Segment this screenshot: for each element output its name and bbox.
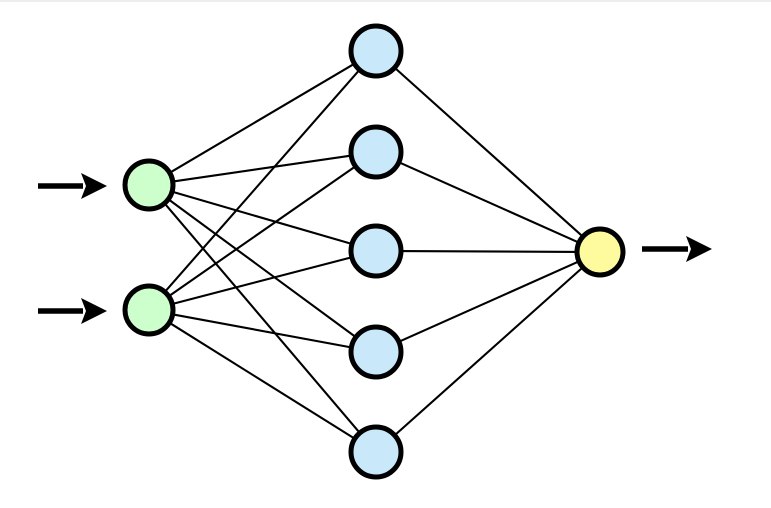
edge-i1-to-h5 xyxy=(162,201,362,435)
top-edge-band xyxy=(0,0,771,2)
hidden-node-4[interactable] xyxy=(348,324,404,380)
edge-group xyxy=(162,62,585,441)
edge-h5-to-o1 xyxy=(392,265,585,438)
edge-i2-to-h1 xyxy=(163,68,362,294)
input-arrow-2 xyxy=(38,298,107,324)
edge-h2-to-o1 xyxy=(396,160,581,245)
edge-i1-to-h3 xyxy=(170,190,355,246)
edge-i2-to-h2 xyxy=(166,164,358,298)
hidden-node-5[interactable] xyxy=(348,424,404,480)
edge-h1-to-o1 xyxy=(392,65,585,239)
input-node-1[interactable] xyxy=(122,158,176,212)
edge-i2-to-h4 xyxy=(170,313,354,349)
node-group xyxy=(122,23,626,480)
input-node-2[interactable] xyxy=(122,283,176,337)
io-arrow-group xyxy=(38,173,712,324)
hidden-node-2[interactable] xyxy=(348,124,404,180)
edge-h3-to-o1 xyxy=(398,250,580,253)
input-arrow-2-head xyxy=(81,298,107,324)
edge-i1-to-h1 xyxy=(167,62,357,175)
edge-i1-to-h4 xyxy=(166,197,358,339)
hidden-node-3[interactable] xyxy=(348,223,404,279)
edge-h4-to-o1 xyxy=(396,259,581,344)
input-arrow-1-head xyxy=(81,173,107,199)
edge-i1-to-h2 xyxy=(170,154,354,183)
output-arrow-1 xyxy=(642,236,712,262)
output-arrow-1-head xyxy=(686,236,712,262)
hidden-node-1[interactable] xyxy=(348,23,404,79)
edge-i2-to-h5 xyxy=(167,321,357,441)
output-node-1[interactable] xyxy=(574,226,626,278)
input-arrow-1 xyxy=(38,173,107,199)
edge-i2-to-h3 xyxy=(170,255,354,306)
